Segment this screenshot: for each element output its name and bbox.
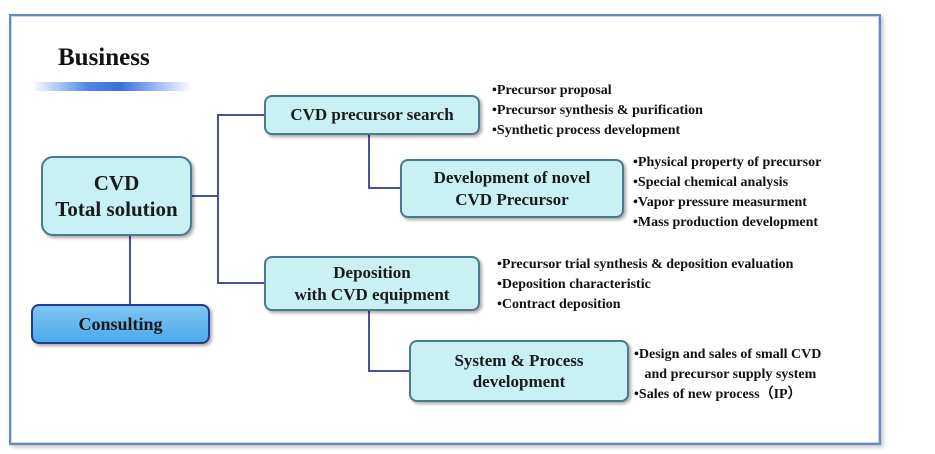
notes-system-process: •Design and sales of small CVD and precu…	[634, 345, 821, 405]
note-item: •Synthetic process development	[492, 123, 681, 138]
connector-total-to-deposition	[217, 196, 264, 284]
node-system-process: System & Process development	[409, 340, 629, 402]
note-item: and precursor supply system	[634, 367, 817, 382]
node-consulting-label: Consulting	[78, 313, 163, 334]
node-novel-precursor-label: Development of novel CVD Precursor	[433, 168, 591, 209]
node-deposition-label: Deposition with CVD equipment	[294, 263, 450, 304]
connector-search-to-novel	[368, 135, 400, 189]
heading: Business	[58, 44, 150, 71]
node-precursor-search-label: CVD precursor search	[290, 105, 454, 125]
note-item: •Deposition characteristic	[497, 277, 651, 292]
note-item: •Design and sales of small CVD	[634, 347, 822, 362]
node-total-solution-label: CVD Total solution	[55, 170, 178, 221]
note-item: •Sales of new process（IP）	[634, 387, 802, 402]
node-precursor-search: CVD precursor search	[264, 95, 480, 135]
note-item: •Vapor pressure measurment	[633, 195, 807, 210]
note-item: •Precursor proposal	[492, 83, 612, 98]
node-novel-precursor: Development of novel CVD Precursor	[400, 159, 624, 218]
node-system-process-label: System & Process development	[454, 350, 584, 391]
connector-total-to-search	[192, 114, 264, 197]
node-deposition: Deposition with CVD equipment	[264, 256, 480, 311]
note-item: •Mass production development	[633, 215, 819, 230]
note-item: •Contract deposition	[497, 297, 621, 312]
node-consulting: Consulting	[31, 304, 210, 344]
heading-underline	[32, 82, 192, 91]
note-item: •Physical property of precursor	[633, 155, 822, 170]
note-item: •Precursor trial synthesis & deposition …	[497, 257, 794, 272]
note-item: •Precursor synthesis & purification	[492, 103, 703, 118]
notes-deposition: •Precursor trial synthesis & deposition …	[497, 255, 793, 315]
note-item: •Special chemical analysis	[633, 175, 789, 190]
notes-novel-precursor: •Physical property of precursor •Special…	[633, 153, 821, 233]
node-total-solution: CVD Total solution	[41, 156, 192, 236]
connector-deposition-to-system	[368, 311, 409, 372]
notes-precursor-search: •Precursor proposal •Precursor synthesis…	[492, 81, 703, 141]
